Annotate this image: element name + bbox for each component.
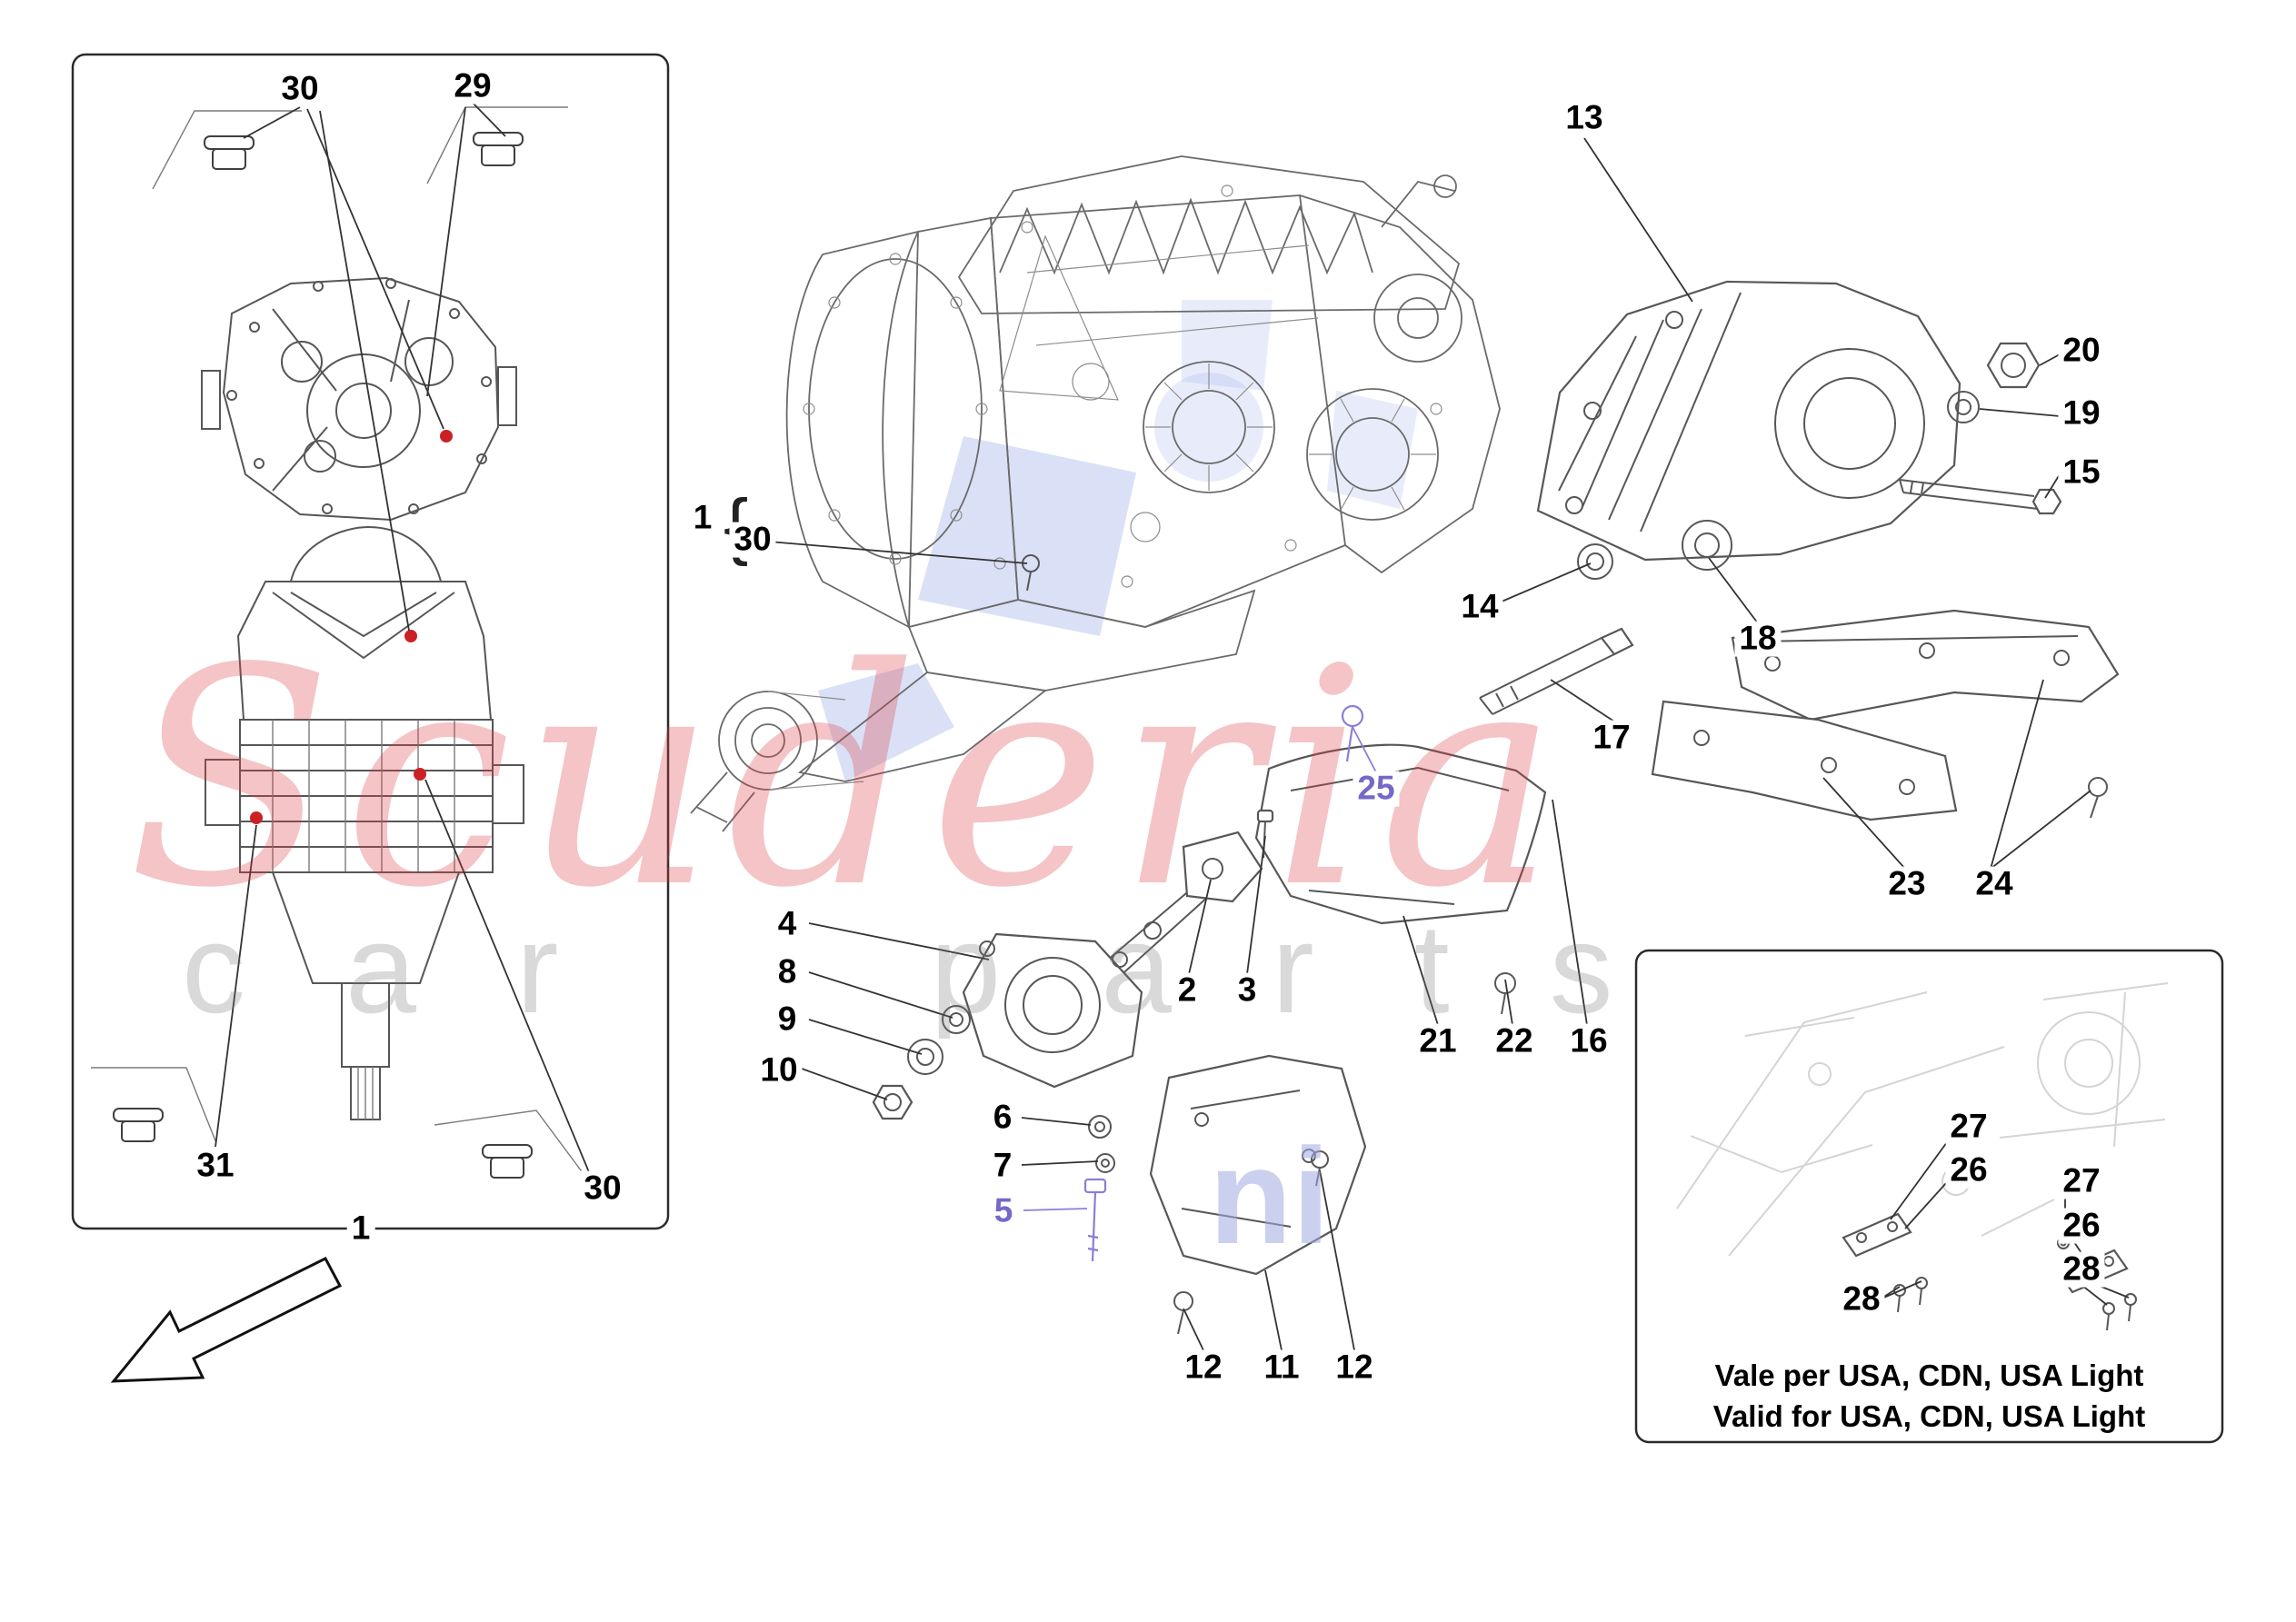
- washer-14-drawing: [1577, 543, 1613, 580]
- callout-31: 31: [192, 1148, 239, 1184]
- callout-21: 21: [1414, 1023, 1462, 1060]
- bolt-12-left-drawing: [1173, 1291, 1193, 1335]
- callout-4: 4: [773, 906, 802, 942]
- bolt-24-drawing: [2088, 777, 2108, 819]
- bolt-25-drawing: [1341, 704, 1364, 762]
- callout-27: 27: [1945, 1109, 1992, 1145]
- bolt-17-drawing: [1479, 627, 1634, 715]
- bolt-22-drawing: [1494, 972, 1516, 1015]
- bolts-28-left-drawing: [1893, 1277, 1928, 1313]
- bracket-26-left-drawing: [1842, 1212, 1912, 1258]
- callout-29: 29: [449, 68, 496, 104]
- red-marker: [440, 430, 453, 443]
- plug-30-top: [204, 135, 255, 170]
- callout-6: 6: [988, 1100, 1017, 1136]
- callout-24: 24: [1971, 866, 2018, 902]
- callout-10: 10: [755, 1052, 803, 1089]
- callout-5: 5: [989, 1193, 1018, 1229]
- drive-rod: [1101, 882, 1210, 980]
- washer-7-drawing: [1095, 1153, 1115, 1173]
- callout-26: 26: [1945, 1152, 1992, 1189]
- callout-20: 20: [2058, 333, 2105, 369]
- callout-17: 17: [1588, 720, 1635, 756]
- red-marker: [414, 768, 426, 781]
- callout-30: 30: [276, 71, 324, 107]
- washer-8-drawing: [942, 1005, 971, 1034]
- callout-7: 7: [988, 1148, 1017, 1184]
- usa-note-line1: Vale per USA, CDN, USA Light: [1714, 1358, 2144, 1392]
- callout-1: 1: [688, 500, 717, 536]
- gearbox-plan-view-drawing: [205, 525, 524, 1120]
- callout-9: 9: [773, 1001, 802, 1038]
- callout-8: 8: [773, 954, 802, 990]
- callout-18: 18: [1734, 621, 1782, 657]
- nut-20-drawing: [1986, 342, 2041, 389]
- right-inset-faint-drawing: [1676, 982, 2169, 1257]
- bolt-5-drawing: [1083, 1178, 1107, 1262]
- callout-13: 13: [1561, 100, 1608, 136]
- plug-30-bottom: [482, 1144, 533, 1179]
- callout-28: 28: [1838, 1281, 1885, 1318]
- bolts-28-right-drawing: [2102, 1293, 2137, 1331]
- callout-23: 23: [1883, 866, 1931, 902]
- red-marker: [404, 630, 417, 642]
- mount-bracket-13-drawing: [1536, 280, 1962, 562]
- bushing-18-drawing: [1682, 520, 1732, 571]
- bracket-23-drawing: [1651, 700, 1958, 821]
- plug-29-top: [473, 132, 524, 166]
- left-inset-box: [71, 53, 670, 1230]
- callout-28: 28: [2058, 1251, 2105, 1288]
- bolt-15-drawing: [1899, 479, 2062, 515]
- heat-shield-21-drawing: [1254, 743, 1547, 925]
- callout-30: 30: [729, 522, 776, 558]
- washer-19-drawing: [1947, 391, 1980, 423]
- right-inset-box: [1634, 949, 2224, 1444]
- bracket-24-drawing: [1731, 609, 2120, 721]
- heat-shield-11-drawing: [1149, 1054, 1367, 1276]
- callout-25: 25: [1353, 771, 1400, 807]
- gearbox-front-view-drawing: [201, 276, 517, 522]
- washer-9-drawing: [907, 1039, 943, 1075]
- callout-26: 26: [2058, 1208, 2105, 1244]
- usa-note-line2: Valid for USA, CDN, USA Light: [1712, 1398, 2146, 1433]
- callout-12: 12: [1180, 1349, 1227, 1386]
- callout-3: 3: [1233, 972, 1262, 1009]
- usa-note: Vale per USA, CDN, USA Light Valid for U…: [1645, 1356, 2213, 1437]
- washer-6-drawing: [1088, 1115, 1112, 1139]
- gearbox-mount-4-drawing: [962, 932, 1143, 1089]
- callout-30: 30: [579, 1170, 626, 1207]
- callout-15: 15: [2058, 454, 2105, 491]
- callout-2: 2: [1173, 972, 1202, 1009]
- callout-16: 16: [1565, 1023, 1612, 1060]
- bracket-2-drawing: [1182, 831, 1263, 903]
- plug-31-bottom: [113, 1108, 164, 1142]
- direction-arrow: [110, 1257, 343, 1383]
- callout-14: 14: [1456, 589, 1503, 625]
- callout-12: 12: [1331, 1349, 1378, 1386]
- callout-27: 27: [2058, 1163, 2105, 1199]
- plug-frames: [91, 106, 590, 1182]
- nut-10-drawing: [872, 1084, 913, 1120]
- callout-11: 11: [1259, 1349, 1304, 1386]
- red-marker: [250, 811, 263, 824]
- main-gearbox-drawing: [690, 155, 1501, 980]
- callout-1: 1: [346, 1210, 375, 1247]
- leader-lines: [215, 101, 2130, 1351]
- callout-22: 22: [1491, 1023, 1538, 1060]
- callout-19: 19: [2058, 395, 2105, 432]
